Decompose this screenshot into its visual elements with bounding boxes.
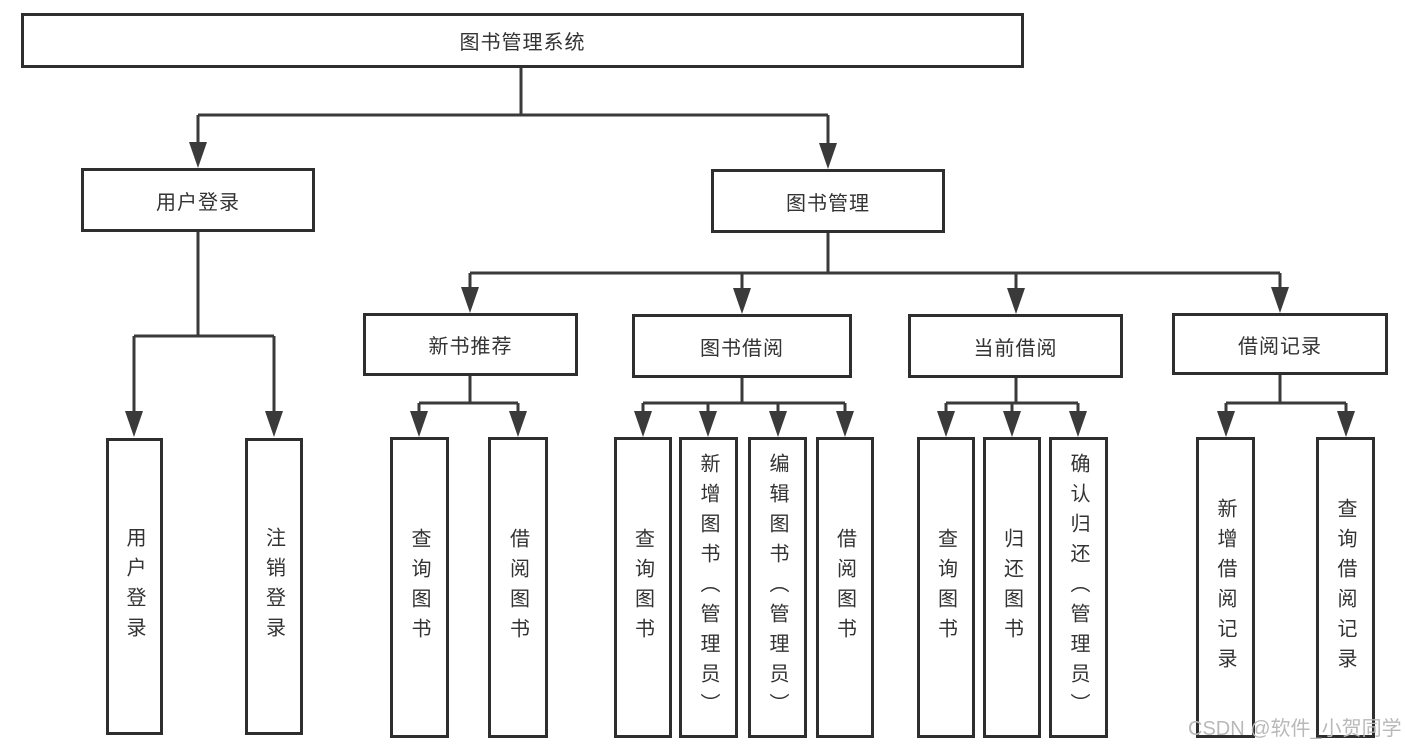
node-borrow-records: 借阅记录 xyxy=(1172,313,1388,375)
leaf-add-book-admin: 新增图书（管理员） xyxy=(679,437,738,738)
node-library-system: 图书管理系统 xyxy=(21,13,1024,68)
node-book-management: 图书管理 xyxy=(711,169,945,233)
arrowhead-icon xyxy=(937,411,955,437)
node-label: 借阅记录 xyxy=(1238,335,1322,358)
arrowhead-icon xyxy=(769,411,787,437)
leaf-add-borrow-record: 新增借阅记录 xyxy=(1196,437,1255,738)
arrowhead-icon xyxy=(733,288,751,314)
node-label: 图书管理 xyxy=(786,192,870,215)
node-label: 借阅图书 xyxy=(506,527,529,648)
leaf-return-book: 归还图书 xyxy=(983,437,1041,738)
arrowhead-icon xyxy=(461,287,479,313)
node-label: 借阅图书 xyxy=(833,527,856,648)
node-label: 图书借阅 xyxy=(700,337,784,360)
node-label: 确认归还（管理员） xyxy=(1067,452,1089,723)
node-label: 用户登录 xyxy=(156,191,240,214)
leaf-edit-book-admin: 编辑图书（管理员） xyxy=(748,437,807,738)
leaf-query-books-current: 查询图书 xyxy=(917,437,975,738)
arrowhead-icon xyxy=(836,411,854,437)
leaf-confirm-return-admin: 确认归还（管理员） xyxy=(1049,437,1108,738)
node-current-borrow: 当前借阅 xyxy=(908,314,1123,378)
leaf-query-books-recommend: 查询图书 xyxy=(390,437,449,738)
arrowhead-icon xyxy=(819,143,837,169)
node-label: 查询图书 xyxy=(934,527,957,648)
node-new-book-recommend: 新书推荐 xyxy=(363,313,578,376)
arrowhead-icon xyxy=(265,411,283,437)
node-label: 查询图书 xyxy=(631,527,654,648)
node-label: 当前借阅 xyxy=(973,337,1058,360)
arrowhead-icon xyxy=(634,411,652,437)
leaf-query-borrow-record: 查询借阅记录 xyxy=(1316,437,1375,738)
arrowhead-icon xyxy=(189,142,207,168)
node-label: 查询借阅记录 xyxy=(1334,497,1356,678)
node-label: 注销登录 xyxy=(262,526,285,647)
leaf-query-books-borrow: 查询图书 xyxy=(614,437,672,738)
arrowhead-icon xyxy=(1217,411,1235,437)
node-label: 用户登录 xyxy=(123,526,145,647)
arrowhead-icon xyxy=(1337,411,1355,437)
arrowhead-icon xyxy=(699,411,717,437)
arrowhead-icon xyxy=(410,411,428,437)
leaf-user-login: 用户登录 xyxy=(106,438,163,735)
node-label: 编辑图书（管理员） xyxy=(766,452,788,723)
arrowhead-icon xyxy=(509,411,527,437)
node-user-login: 用户登录 xyxy=(81,168,315,232)
arrowhead-icon xyxy=(1069,411,1087,437)
arrowhead-icon xyxy=(1271,287,1289,313)
node-label: 归还图书 xyxy=(1000,527,1023,648)
node-label: 图书管理系统 xyxy=(459,32,586,54)
leaf-borrow-books-borrow: 借阅图书 xyxy=(816,437,874,738)
node-label: 新书推荐 xyxy=(428,336,513,358)
leaf-borrow-books-recommend: 借阅图书 xyxy=(488,437,548,738)
arrowhead-icon xyxy=(1007,288,1025,314)
arrowhead-icon xyxy=(1003,411,1021,437)
node-label: 查询图书 xyxy=(408,527,430,648)
node-book-borrow: 图书借阅 xyxy=(632,314,852,378)
csdn-watermark: CSDN @软件_小贺同学 xyxy=(1188,718,1402,740)
node-label: 新增借阅记录 xyxy=(1214,497,1236,678)
leaf-logout: 注销登录 xyxy=(245,438,303,735)
arrowhead-icon xyxy=(125,411,143,437)
node-label: 新增图书（管理员） xyxy=(697,452,719,723)
